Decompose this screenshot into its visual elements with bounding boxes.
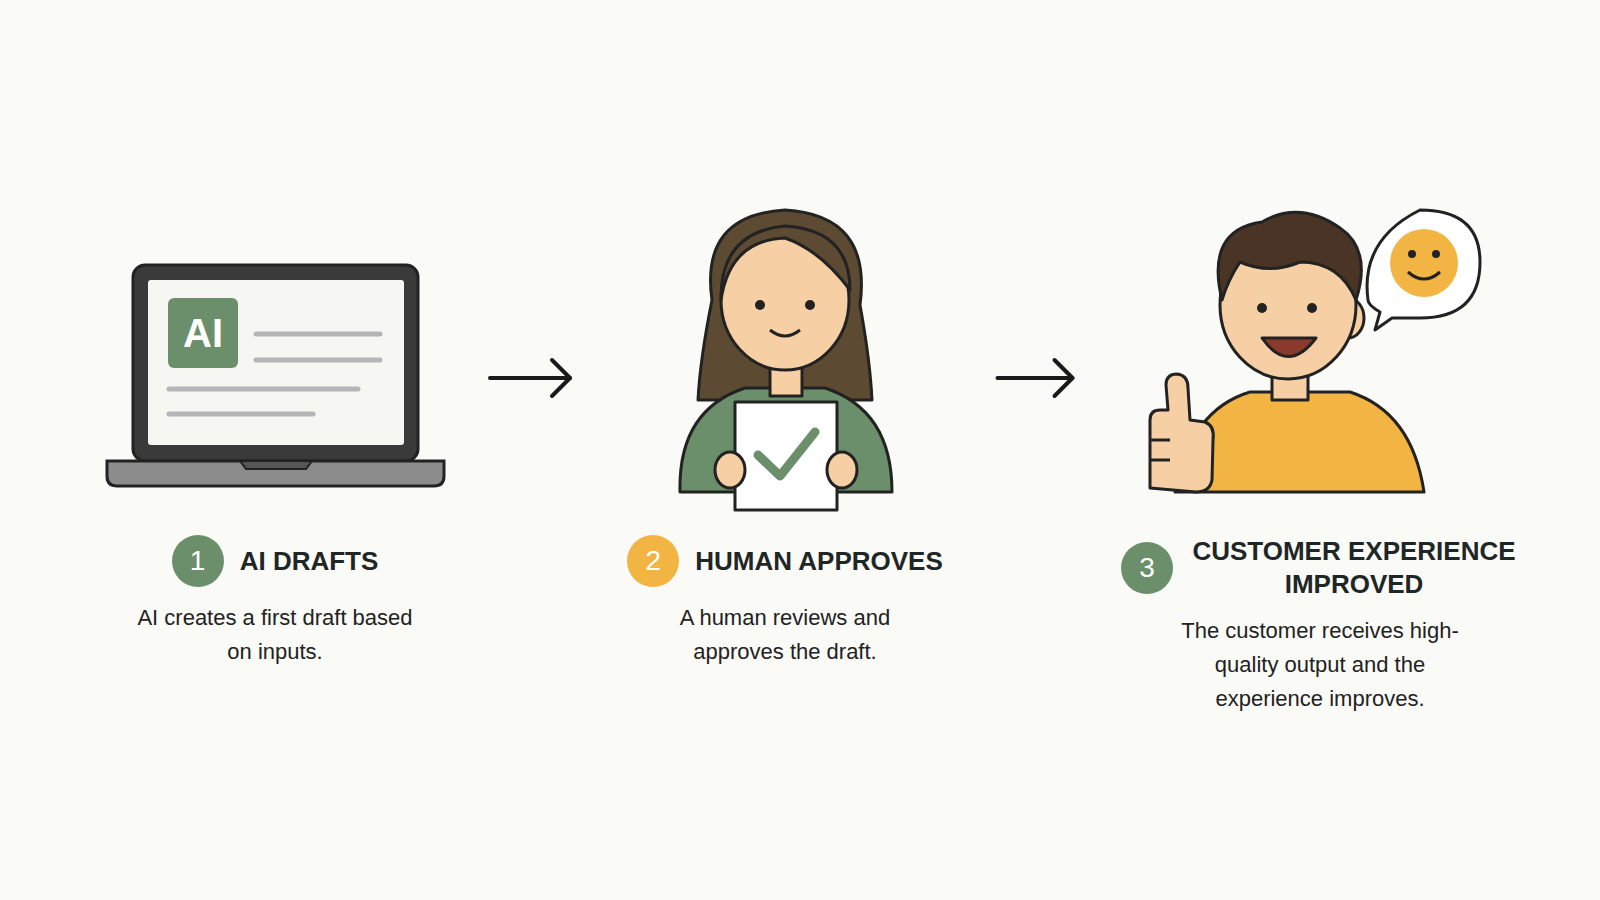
step-group: 2 HUMAN APPROVES A human reviews and appro… <box>610 200 960 669</box>
step-heading-row: 1 AI DRAFTS <box>172 535 379 587</box>
step-number-circle: 1 <box>172 535 224 587</box>
step-number-circle: 3 <box>1121 542 1173 594</box>
step-number-circle: 2 <box>627 535 679 587</box>
ai-badge: AI <box>168 298 238 368</box>
step-description: The customer receives high-quality outpu… <box>1165 614 1475 716</box>
laptop-illustration <box>107 265 444 486</box>
customer-illustration <box>1150 210 1480 492</box>
step-heading: AI DRAFTS <box>240 545 379 578</box>
step-description: A human reviews and approves the draft. <box>655 601 915 669</box>
step-heading: CUSTOMER EXPERIENCE IMPROVED <box>1189 535 1519 600</box>
step-number: 2 <box>645 545 661 577</box>
reviewer-illustration <box>680 210 892 510</box>
step-heading-row: 3 CUSTOMER EXPERIENCE IMPROVED <box>1121 535 1519 600</box>
badge-label: AI <box>183 311 223 356</box>
flow-arrow <box>998 360 1073 396</box>
step-group: 1 AI DRAFTS AI creates a first draft based… <box>100 200 450 669</box>
flow-arrow <box>490 360 570 396</box>
step-group: 3 CUSTOMER EXPERIENCE IMPROVED The custome… <box>1110 200 1530 716</box>
step-number: 1 <box>190 545 206 577</box>
step-number: 3 <box>1139 552 1155 584</box>
step-heading-row: 2 HUMAN APPROVES <box>627 535 943 587</box>
step-heading: HUMAN APPROVES <box>695 545 943 578</box>
step-description: AI creates a first draft based on inputs… <box>135 601 415 669</box>
